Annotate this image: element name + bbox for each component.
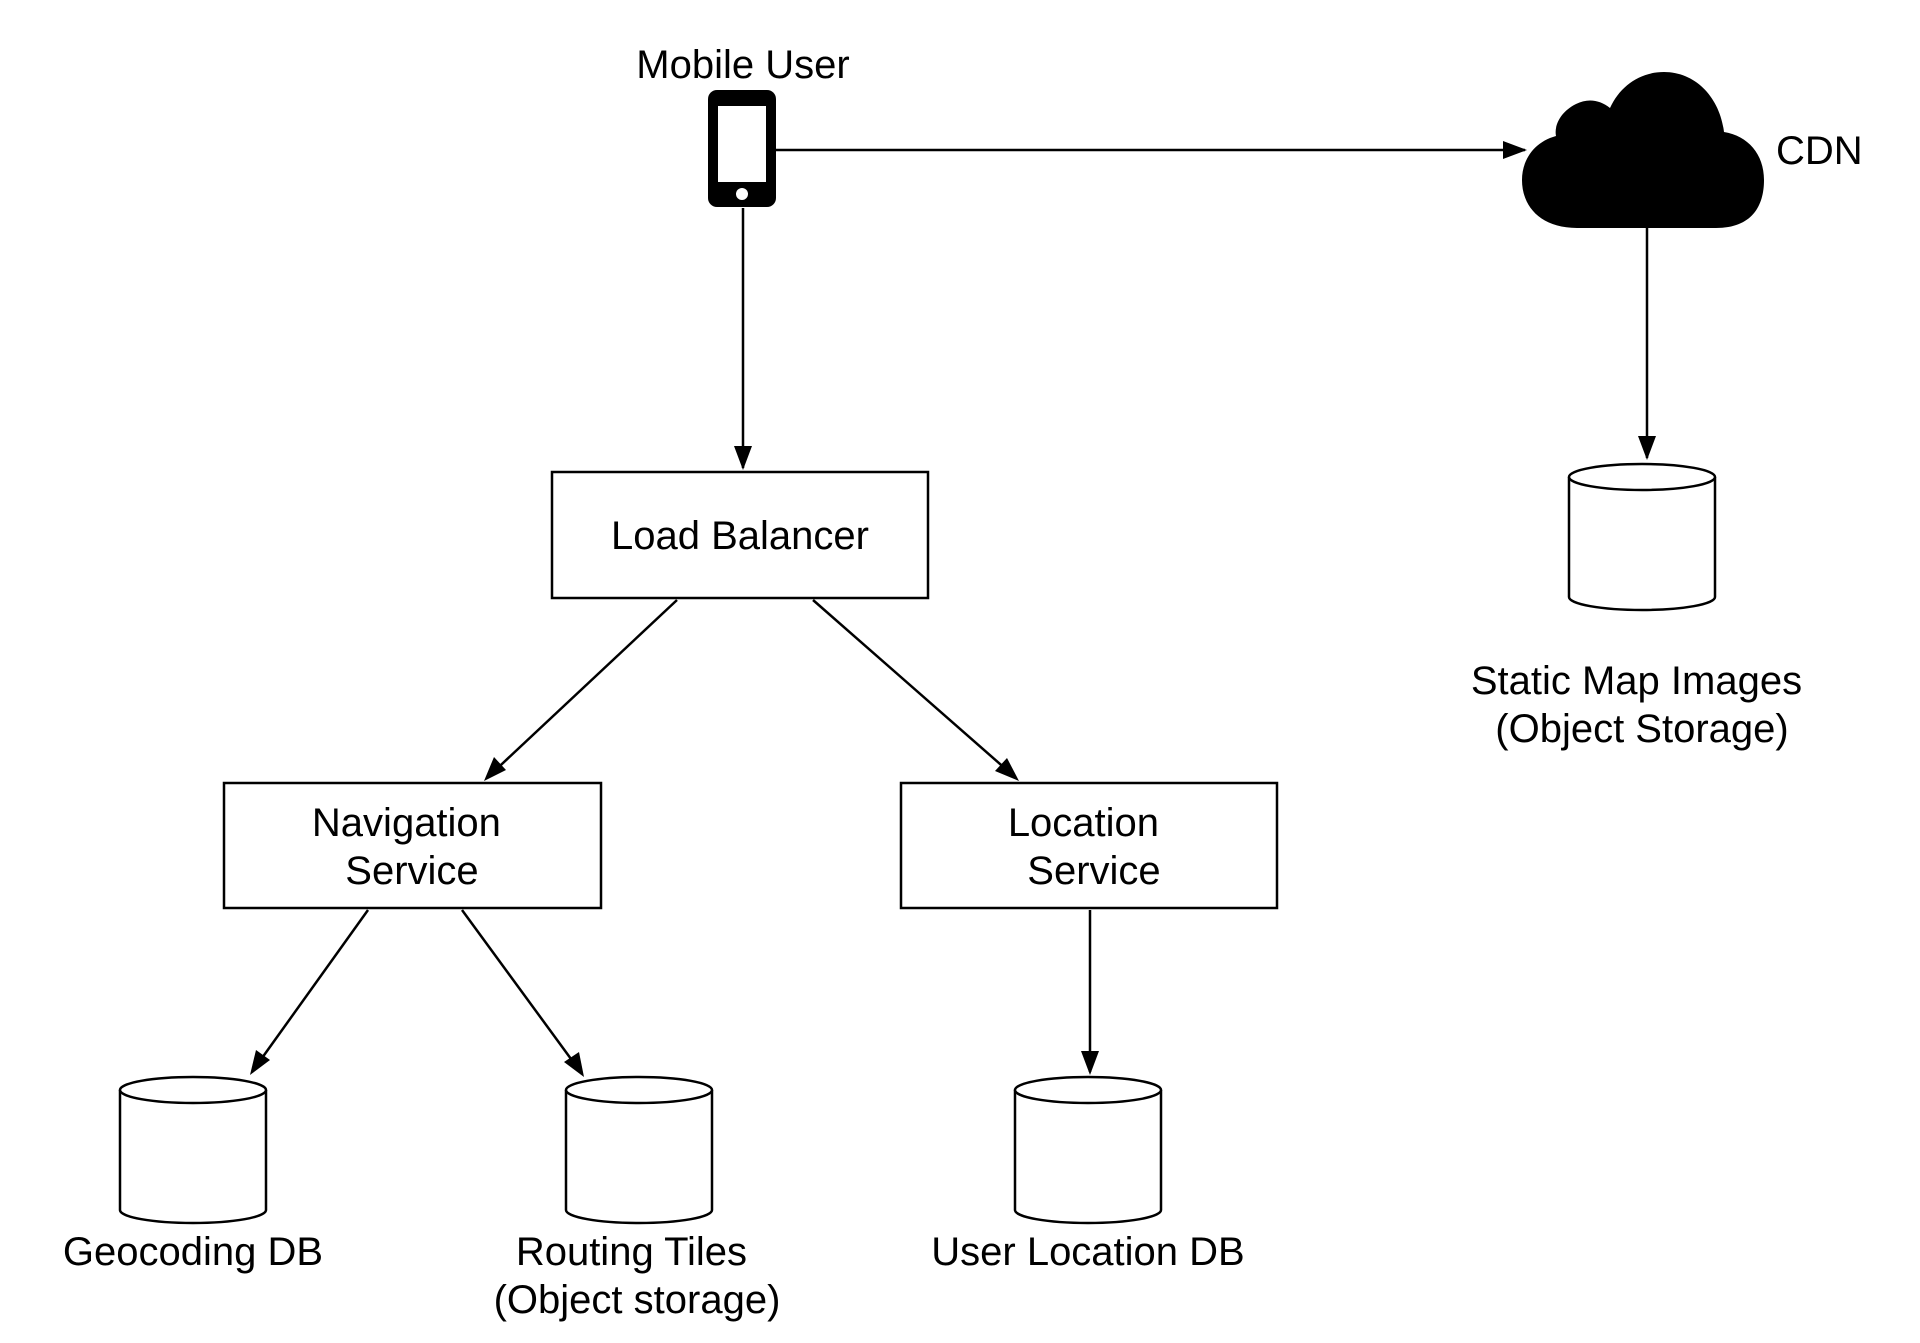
db-routing-tiles: Routing Tiles (Object storage)	[494, 1075, 781, 1322]
cdn-label: CDN	[1776, 129, 1863, 173]
load-balancer-label: Load Balancer	[611, 514, 869, 558]
db-geocoding: Geocoding DB	[63, 1075, 323, 1274]
db-static-map-images: Static Map Images (Object Storage)	[1471, 462, 1813, 751]
database-icon	[564, 1075, 714, 1225]
database-icon	[1567, 462, 1717, 612]
edge-load-balancer-to-location-service	[812, 599, 1017, 779]
navigation-service-label-line-1: Navigation	[312, 801, 501, 845]
edge-navigation-to-geocoding-db	[250, 909, 370, 1073]
user-location-db-label: User Location DB	[931, 1230, 1244, 1274]
arrowhead-location-service	[995, 758, 1019, 781]
static-map-images-label-line-2: (Object Storage)	[1495, 707, 1788, 751]
location-service-label-line-1: Location	[1008, 801, 1159, 845]
arrowhead-navigation-service	[484, 757, 506, 781]
location-service-label-line-2: Service	[1027, 849, 1160, 893]
static-map-images-label: Static Map Images (Object Storage)	[1471, 659, 1813, 751]
arrowhead-static-map-images	[1638, 436, 1656, 460]
node-cdn: CDN	[1522, 72, 1863, 228]
arrowhead-load-balancer	[734, 446, 752, 470]
mobile-user-label: Mobile User	[636, 43, 849, 87]
edge-navigation-to-routing-tiles	[460, 909, 584, 1075]
navigation-service-label-line-2: Service	[345, 849, 478, 893]
arrowheads	[250, 141, 1656, 1077]
edge-load-balancer-to-navigation-service	[486, 599, 678, 779]
arrowhead-user-location-db	[1081, 1051, 1099, 1075]
routing-tiles-label-line-1: Routing Tiles	[516, 1230, 747, 1274]
db-user-location: User Location DB	[931, 1075, 1245, 1274]
node-mobile-user: Mobile User	[636, 43, 850, 207]
location-service-label: Location Service	[1008, 801, 1170, 893]
node-navigation-service: Navigation Service	[222, 781, 603, 910]
database-icon	[1013, 1075, 1163, 1225]
routing-tiles-label-line-2: (Object storage)	[494, 1278, 781, 1322]
node-load-balancer: Load Balancer	[550, 470, 930, 600]
routing-tiles-label: Routing Tiles (Object storage)	[494, 1230, 781, 1322]
static-map-images-label-line-1: Static Map Images	[1471, 659, 1802, 703]
node-location-service: Location Service	[899, 781, 1279, 910]
arrowhead-geocoding-db	[250, 1050, 270, 1075]
database-icon	[118, 1075, 268, 1225]
navigation-service-label: Navigation Service	[312, 801, 512, 893]
arrowhead-routing-tiles	[564, 1052, 584, 1077]
arrowhead-cdn	[1503, 141, 1527, 159]
edges	[250, 148, 1649, 1075]
cloud-icon	[1522, 72, 1764, 228]
phone-icon	[708, 90, 776, 207]
geocoding-db-label: Geocoding DB	[63, 1230, 323, 1274]
